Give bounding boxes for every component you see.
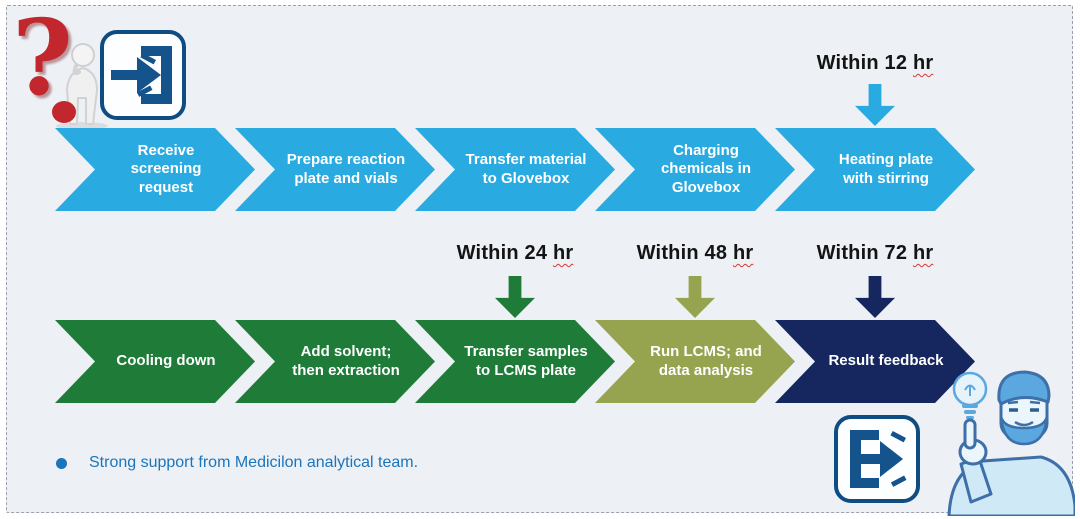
support-note: Strong support from Medicilon analytical… — [56, 454, 418, 472]
flow-step-transfer-samples: Transfer samples to LCMS plate — [415, 320, 615, 403]
annotation-unit: hr — [732, 242, 754, 264]
annotation-within-24hr: Within 24 hr — [405, 242, 625, 265]
annotation-unit: hr — [912, 52, 934, 74]
flow-step-label: Cooling down — [116, 352, 216, 370]
annotation-unit: hr — [912, 242, 934, 264]
flow-step-label: Transfer material to Glovebox — [465, 151, 587, 187]
flow-step-label: Run LCMS; and data analysis — [650, 343, 762, 379]
annotation-text: Within 48 — [636, 242, 728, 264]
lightbulb-icon — [952, 371, 988, 419]
annotation-text: Within 24 — [456, 242, 548, 264]
flow-step-label: Receive screening request — [130, 142, 202, 196]
flow-step-label: Charging chemicals in Glovebox — [660, 142, 752, 196]
flow-step-heating-plate: Heating plate with stirring — [775, 128, 975, 211]
note-text: Strong support from Medicilon analytical… — [89, 454, 419, 471]
exit-door-icon — [834, 415, 920, 503]
bullet-icon — [56, 457, 67, 469]
enter-door-icon — [100, 30, 186, 120]
man-head — [997, 370, 1051, 446]
flow-step-label: Result feedback — [828, 352, 944, 370]
flow-step-label: Heating plate with stirring — [838, 151, 934, 187]
flow-step-label: Transfer samples to LCMS plate — [464, 343, 588, 379]
flow-step-add-solvent: Add solvent; then extraction — [235, 320, 435, 403]
annotation-unit: hr — [552, 242, 574, 264]
flow-step-label: Prepare reaction plate and vials — [286, 151, 406, 187]
thinking-figure-icon — [52, 43, 108, 130]
question-mark-icon: ? — [12, 0, 73, 119]
flow-step-label: Add solvent; then extraction — [292, 343, 400, 379]
question-dot — [52, 101, 76, 123]
annotation-within-12hr: Within 12 hr — [765, 52, 985, 75]
annotation-within-48hr: Within 48 hr — [585, 242, 805, 265]
man-with-lightbulb-illustration — [947, 370, 1075, 516]
annotation-text: Within 72 — [816, 242, 908, 264]
annotation-text: Within 12 — [816, 52, 908, 74]
annotation-within-72hr: Within 72 hr — [765, 242, 985, 265]
